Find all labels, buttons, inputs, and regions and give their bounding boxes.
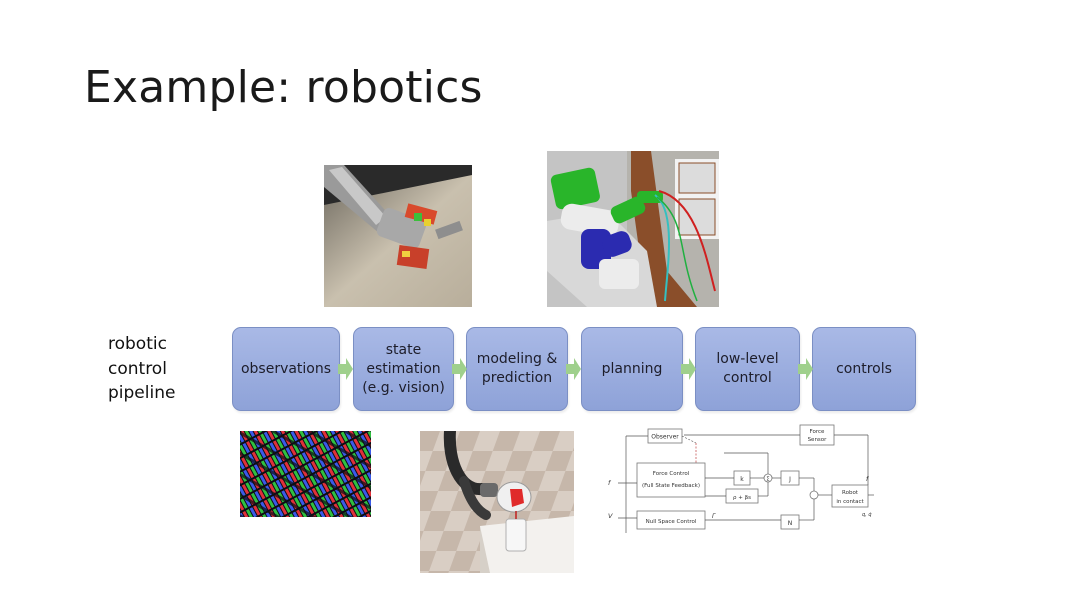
observer-label: Observer: [651, 434, 679, 441]
stage-planning: planning: [581, 327, 683, 411]
force-sensor-label: Force: [810, 429, 825, 435]
input-v-label: V: [608, 512, 613, 520]
stage-label: controls: [836, 360, 892, 377]
jt-block-label: J: [788, 476, 791, 483]
robot-block-label: Robot: [842, 490, 859, 496]
robot-block-label: in contact: [836, 499, 864, 505]
stage-observations: observations: [232, 327, 340, 411]
robot-hand-grasp-icon: [324, 165, 472, 307]
force-sensor-label: Sensor: [808, 437, 828, 443]
pipeline-arrow-icon: [566, 358, 581, 380]
stage-label: (e.g. vision): [362, 379, 445, 396]
tau-label: Γ: [712, 513, 716, 520]
stage-modeling-prediction: modeling & prediction: [466, 327, 568, 411]
rgb-pixels-image: [240, 431, 371, 517]
pipeline-arrow-icon: [798, 358, 813, 380]
stage-label: modeling &: [476, 351, 558, 367]
slide-title: Example: robotics: [84, 62, 483, 113]
stage-label: planning: [601, 360, 663, 377]
stage-label: control: [723, 370, 772, 386]
stage-low-level-control: low-level control: [695, 327, 800, 411]
side-label-line: robotic: [108, 334, 167, 354]
force-control-block-diagram: Observer Force Sensor Force Control (Ful…: [604, 423, 874, 541]
robot-arm-pouring-image: [420, 431, 574, 573]
robot-hand-grasp-image: [324, 165, 472, 307]
rgb-pixel-grid-icon: [240, 431, 371, 517]
robot-arm-pouring-icon: [420, 431, 574, 573]
side-label-line: control: [108, 358, 167, 379]
stage-label: state: [385, 341, 422, 358]
stage-label: prediction: [481, 370, 553, 386]
pipeline-side-label: robotic control pipeline: [108, 332, 175, 406]
stage-label: estimation: [366, 360, 441, 377]
pr2-kitchen-sim-image: [547, 151, 719, 307]
pr2-kitchen-sim-icon: [547, 151, 719, 307]
stage-label: low-level: [716, 351, 779, 367]
input-f-label: f: [608, 479, 612, 487]
stage-label: observations: [240, 360, 332, 377]
force-control-label: Force Control: [653, 471, 690, 477]
pipeline-arrow-icon: [338, 358, 353, 380]
stage-state-estimation: state estimation (e.g. vision): [353, 327, 454, 411]
output-f-label: f: [866, 476, 869, 483]
k-block-label: k: [740, 476, 744, 483]
damping-block-label: ρ + βs: [733, 495, 751, 501]
stage-controls: controls: [812, 327, 916, 411]
output-q-label: q, q̇: [862, 512, 872, 518]
control-block-diagram: Observer Force Sensor Force Control (Ful…: [604, 423, 874, 541]
pipeline-arrow-icon: [452, 358, 467, 380]
sum-symbol: Σ: [766, 477, 769, 483]
pipeline-arrow-icon: [681, 358, 696, 380]
null-space-label: Null Space Control: [646, 519, 697, 525]
side-label-line: pipeline: [108, 383, 176, 403]
nt-block-label: N: [788, 520, 793, 527]
force-control-label: (Full State Feedback): [642, 483, 700, 489]
